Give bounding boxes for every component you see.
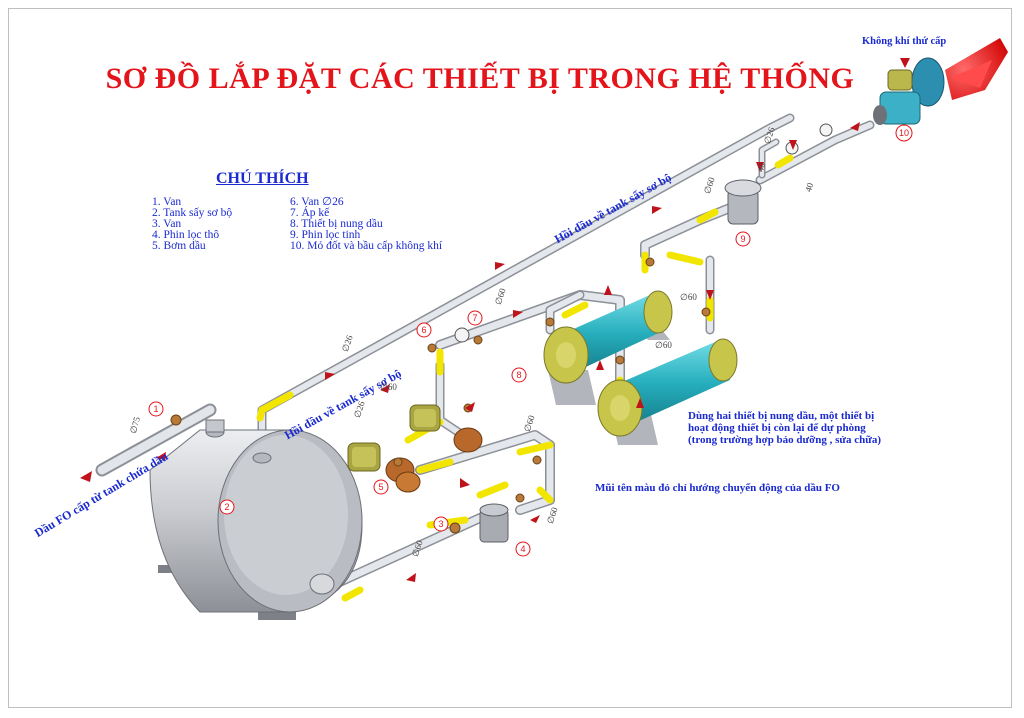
pipe-size-label: ∅60 <box>655 340 672 350</box>
legend-column-right: 6. Van ∅26 7. Áp kế 8. Thiết bị nung dầu… <box>290 196 443 252</box>
legend-item: 4. Phin lọc thô <box>152 229 220 241</box>
page-frame <box>8 8 1012 708</box>
arrow-note: Mũi tên màu đỏ chỉ hướng chuyển động của… <box>595 482 840 494</box>
heater-note-line: hoạt động thiết bị còn lại để dự phòng <box>688 422 866 434</box>
heater-note-line: Dùng hai thiết bị nung dầu, một thiết bị <box>688 410 875 422</box>
marker-6: 6 <box>421 325 426 335</box>
legend-item: 8. Thiết bị nung dầu <box>290 218 383 230</box>
heater-units <box>543 290 738 445</box>
legend-item: 9. Phin lọc tinh <box>290 229 361 241</box>
legend-column-left: 1. Van 2. Tank sấy sơ bộ 3. Van 4. Phin … <box>152 196 233 252</box>
legend-item: 2. Tank sấy sơ bộ <box>152 207 233 219</box>
heater-note-line: (trong trường hợp bảo dưỡng , sửa chữa) <box>688 434 881 446</box>
fine-filter <box>724 179 762 225</box>
pipe-size-label: ∅60 <box>380 382 397 392</box>
legend-item: 1. Van <box>152 196 182 208</box>
page-title: SƠ ĐỒ LẮP ĐẶT CÁC THIẾT BỊ TRONG HỆ THỐN… <box>105 62 855 95</box>
secondary-air-label: Không khí thứ cấp <box>862 36 947 47</box>
marker-9: 9 <box>740 234 745 244</box>
legend-item: 6. Van ∅26 <box>290 196 344 208</box>
marker-2: 2 <box>224 502 229 512</box>
heater-note: Dùng hai thiết bị nung dầu, một thiết bị… <box>688 410 881 446</box>
legend-item: 7. Áp kế <box>290 207 330 219</box>
legend-heading: CHÚ THÍCH <box>216 170 309 187</box>
marker-4: 4 <box>520 544 525 554</box>
coarse-filter <box>479 503 509 543</box>
oil-pumps <box>347 404 483 493</box>
marker-7: 7 <box>472 313 477 323</box>
burner <box>873 38 1008 125</box>
marker-8: 8 <box>516 370 521 380</box>
legend-item: 5. Bơm dầu <box>152 240 206 252</box>
pipe-size-label: ∅60 <box>680 292 697 302</box>
legend-item: 10. Mỏ đốt và bầu cấp không khí <box>290 240 443 252</box>
preheat-tank <box>149 419 363 620</box>
marker-3: 3 <box>438 519 443 529</box>
marker-10: 10 <box>899 128 909 138</box>
marker-1: 1 <box>153 404 158 414</box>
flow-arrows <box>80 58 910 582</box>
legend-item: 3. Van <box>152 218 182 230</box>
item-marker-numbers: 1 2 3 4 5 6 7 8 9 10 <box>153 128 909 554</box>
valves <box>170 257 711 534</box>
item-markers <box>148 124 913 557</box>
marker-5: 5 <box>378 482 383 492</box>
